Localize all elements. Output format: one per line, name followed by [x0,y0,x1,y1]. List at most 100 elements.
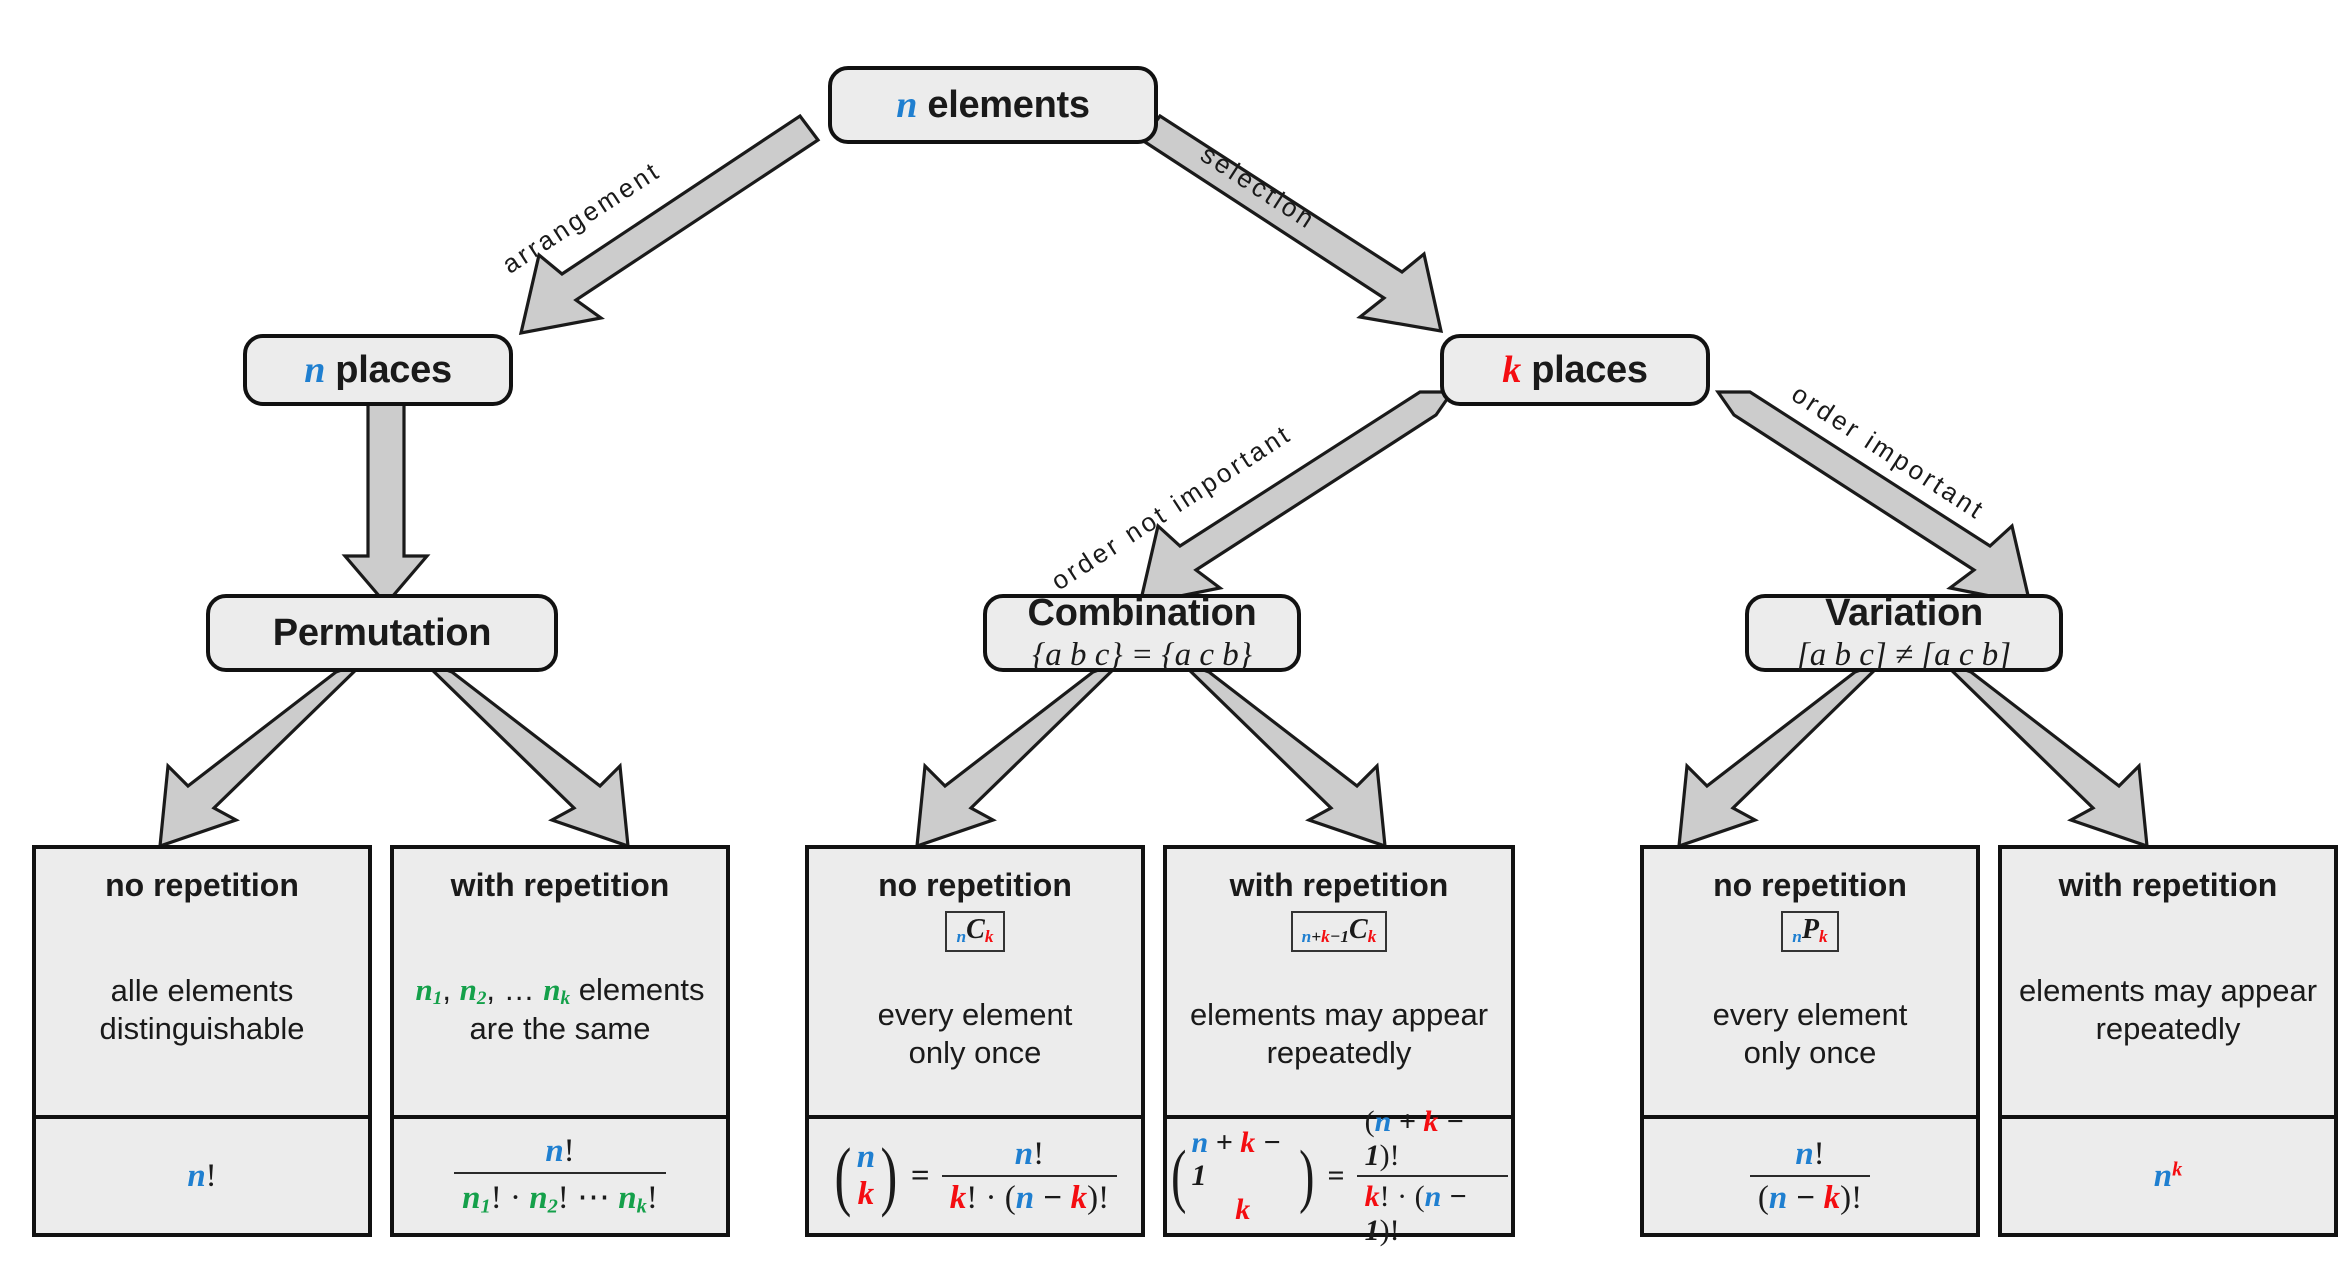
equals-sign: = [910,1157,930,1194]
node-permutation-title: Permutation [272,611,492,654]
node-variation-title: Variation [1825,592,1983,634]
edge-label-selection: selection [1195,138,1322,236]
arrow-combination-with-repetition [1179,660,1387,849]
fraction: n! n1! · n2! ⋯ nk! [454,1133,666,1219]
leaf-combination-no-repetition[interactable]: no repetition nCk every element only onc… [805,845,1145,1237]
edge-label-order-important: order important [1786,378,1991,526]
leaf-desc-line2: are the same [469,1011,651,1047]
leaf-heading: no repetition [878,867,1072,903]
leaf-desc-line1: elements may appear [2018,972,2318,1008]
denominator: n1! · n2! ⋯ nk! [454,1172,666,1219]
leaf-desc-line2: only once [1743,1034,1877,1070]
denominator: k! · (n − 1)! [1356,1174,1508,1248]
leaf-description: alle elements distinguishable [93,972,310,1048]
numerator: n! [545,1133,575,1170]
node-n-places-label: places [335,349,452,391]
leaf-desc-line1: n1, n2, … nk elements [415,971,705,1009]
fraction: n! k! · (n − k)! [941,1135,1118,1217]
arrow-variation-no-repetition [1677,660,1885,849]
leaf-symbol-nCk: nCk [945,911,1005,953]
leaf-heading: no repetition [1713,867,1907,903]
numerator: (n + k − 1)! [1364,1104,1465,1172]
variable-n: n [1792,926,1802,946]
leaf-formula: ( n k ) = n! k! · (n − k)! [809,1115,1141,1233]
leaf-desc-line1: alle elements [110,972,294,1008]
arrow-combination-no-repetition [915,660,1123,849]
right-paren: ) [1299,1136,1315,1215]
leaf-permutation-with-repetition[interactable]: with repetition n1, n2, … nk elements ar… [390,845,730,1237]
leaf-top: with repetition n1, n2, … nk elements ar… [394,849,726,1115]
node-variation[interactable]: Variation [a b c] ≠ [a c b] [1745,592,2063,673]
subscript-expression: n+k−1 [1301,926,1350,946]
leaf-top: with repetition elements may appear repe… [2002,849,2334,1115]
edge-label-order-not-important: order not important [1045,418,1298,597]
leaf-heading: with repetition [1229,867,1449,903]
leaf-desc-line2: distinguishable [99,1010,305,1046]
arrow-permutation-with-repetition [422,660,630,849]
variable-k: k [1367,926,1377,946]
node-combination[interactable]: Combination {a b c} = {a c b} [983,592,1301,673]
leaf-variation-no-repetition[interactable]: no repetition nPk every element only onc… [1640,845,1980,1237]
left-paren: ( [1171,1136,1187,1215]
fraction: (n + k − 1)! k! · (n − 1)! [1356,1104,1508,1248]
node-n-elements[interactable]: n elements [828,66,1158,144]
leaf-desc-line1: elements may appear [1189,996,1489,1032]
variable-k: k [1502,349,1521,391]
combination-C: C [966,914,985,945]
leaf-combination-with-repetition[interactable]: with repetition n+k−1Ck elements may app… [1163,845,1515,1247]
leaf-top: no repetition nPk every element only onc… [1644,849,1976,1115]
binom-top: n + k − 1 [1191,1125,1281,1193]
leaf-symbol-nk1Ck: n+k−1Ck [1290,911,1388,953]
variable-k: k [857,1176,875,1212]
leaf-top: no repetition nCk every element only onc… [809,849,1141,1115]
node-combination-subtitle: {a b c} = {a c b} [1032,637,1252,673]
variable-nk: nk [543,971,571,1009]
leaf-desc-line1: every element [1712,996,1908,1032]
variable-k: k [1235,1192,1251,1226]
variable-k-exponent: k [2172,1157,2183,1180]
left-paren: ( [834,1132,852,1219]
leaf-top: no repetition alle elements distinguisha… [36,849,368,1115]
node-variation-subtitle: [a b c] ≠ [a c b] [1796,637,2012,673]
arrow-n-places-to-permutation [341,388,431,607]
equals-sign: = [1327,1159,1345,1192]
node-n-elements-label: elements [927,84,1090,126]
variable-n: n [856,1139,876,1176]
leaf-variation-with-repetition[interactable]: with repetition elements may appear repe… [1998,845,2338,1237]
leaf-desc-line2: only once [908,1034,1042,1070]
leaf-formula: n! [36,1115,368,1233]
leaf-formula: n! (n − k)! [1644,1115,1976,1233]
binomial-coefficient: ( n + k − 1 k ) [1167,1126,1318,1227]
factorial-sign: ! [205,1157,217,1194]
leaf-permutation-no-repetition[interactable]: no repetition alle elements distinguisha… [32,845,372,1237]
leaf-formula: n! n1! · n2! ⋯ nk! [394,1115,726,1233]
combination-C: C [1349,914,1368,945]
variable-n2: n2 [459,971,487,1009]
node-permutation[interactable]: Permutation [206,594,558,672]
leaf-symbol-nPk: nPk [1781,911,1839,953]
variable-n: n [956,926,967,946]
variable-n: n [304,349,326,391]
numerator: n! [1795,1135,1825,1172]
node-k-places[interactable]: k places [1440,334,1710,406]
arrow-permutation-no-repetition [158,660,366,849]
leaf-description: every element only once [872,996,1079,1072]
leaf-formula: ( n + k − 1 k ) = (n + k − 1)! k! · (n −… [1167,1105,1511,1247]
numerator: n! [1014,1135,1045,1172]
denominator: (n − k)! [1749,1174,1871,1217]
variable-n: n [187,1157,206,1194]
leaf-desc-line1: every element [877,996,1073,1032]
leaf-desc-line2: repeatedly [1266,1034,1412,1070]
arrow-variation-with-repetition [1941,660,2149,849]
node-n-places-title: n places [304,348,452,392]
variable-k: k [1819,926,1828,946]
node-combination-title: Combination [1027,592,1257,634]
edge-label-arrangement: arrangement [496,154,667,280]
node-n-places[interactable]: n places [243,334,513,406]
variable-n1: n1 [415,971,443,1009]
binomial-coefficient: ( n k ) [830,1132,902,1219]
variable-k: k [984,926,994,946]
leaf-description: elements may appear repeatedly [2013,972,2323,1048]
leaf-top: with repetition n+k−1Ck elements may app… [1167,849,1511,1115]
